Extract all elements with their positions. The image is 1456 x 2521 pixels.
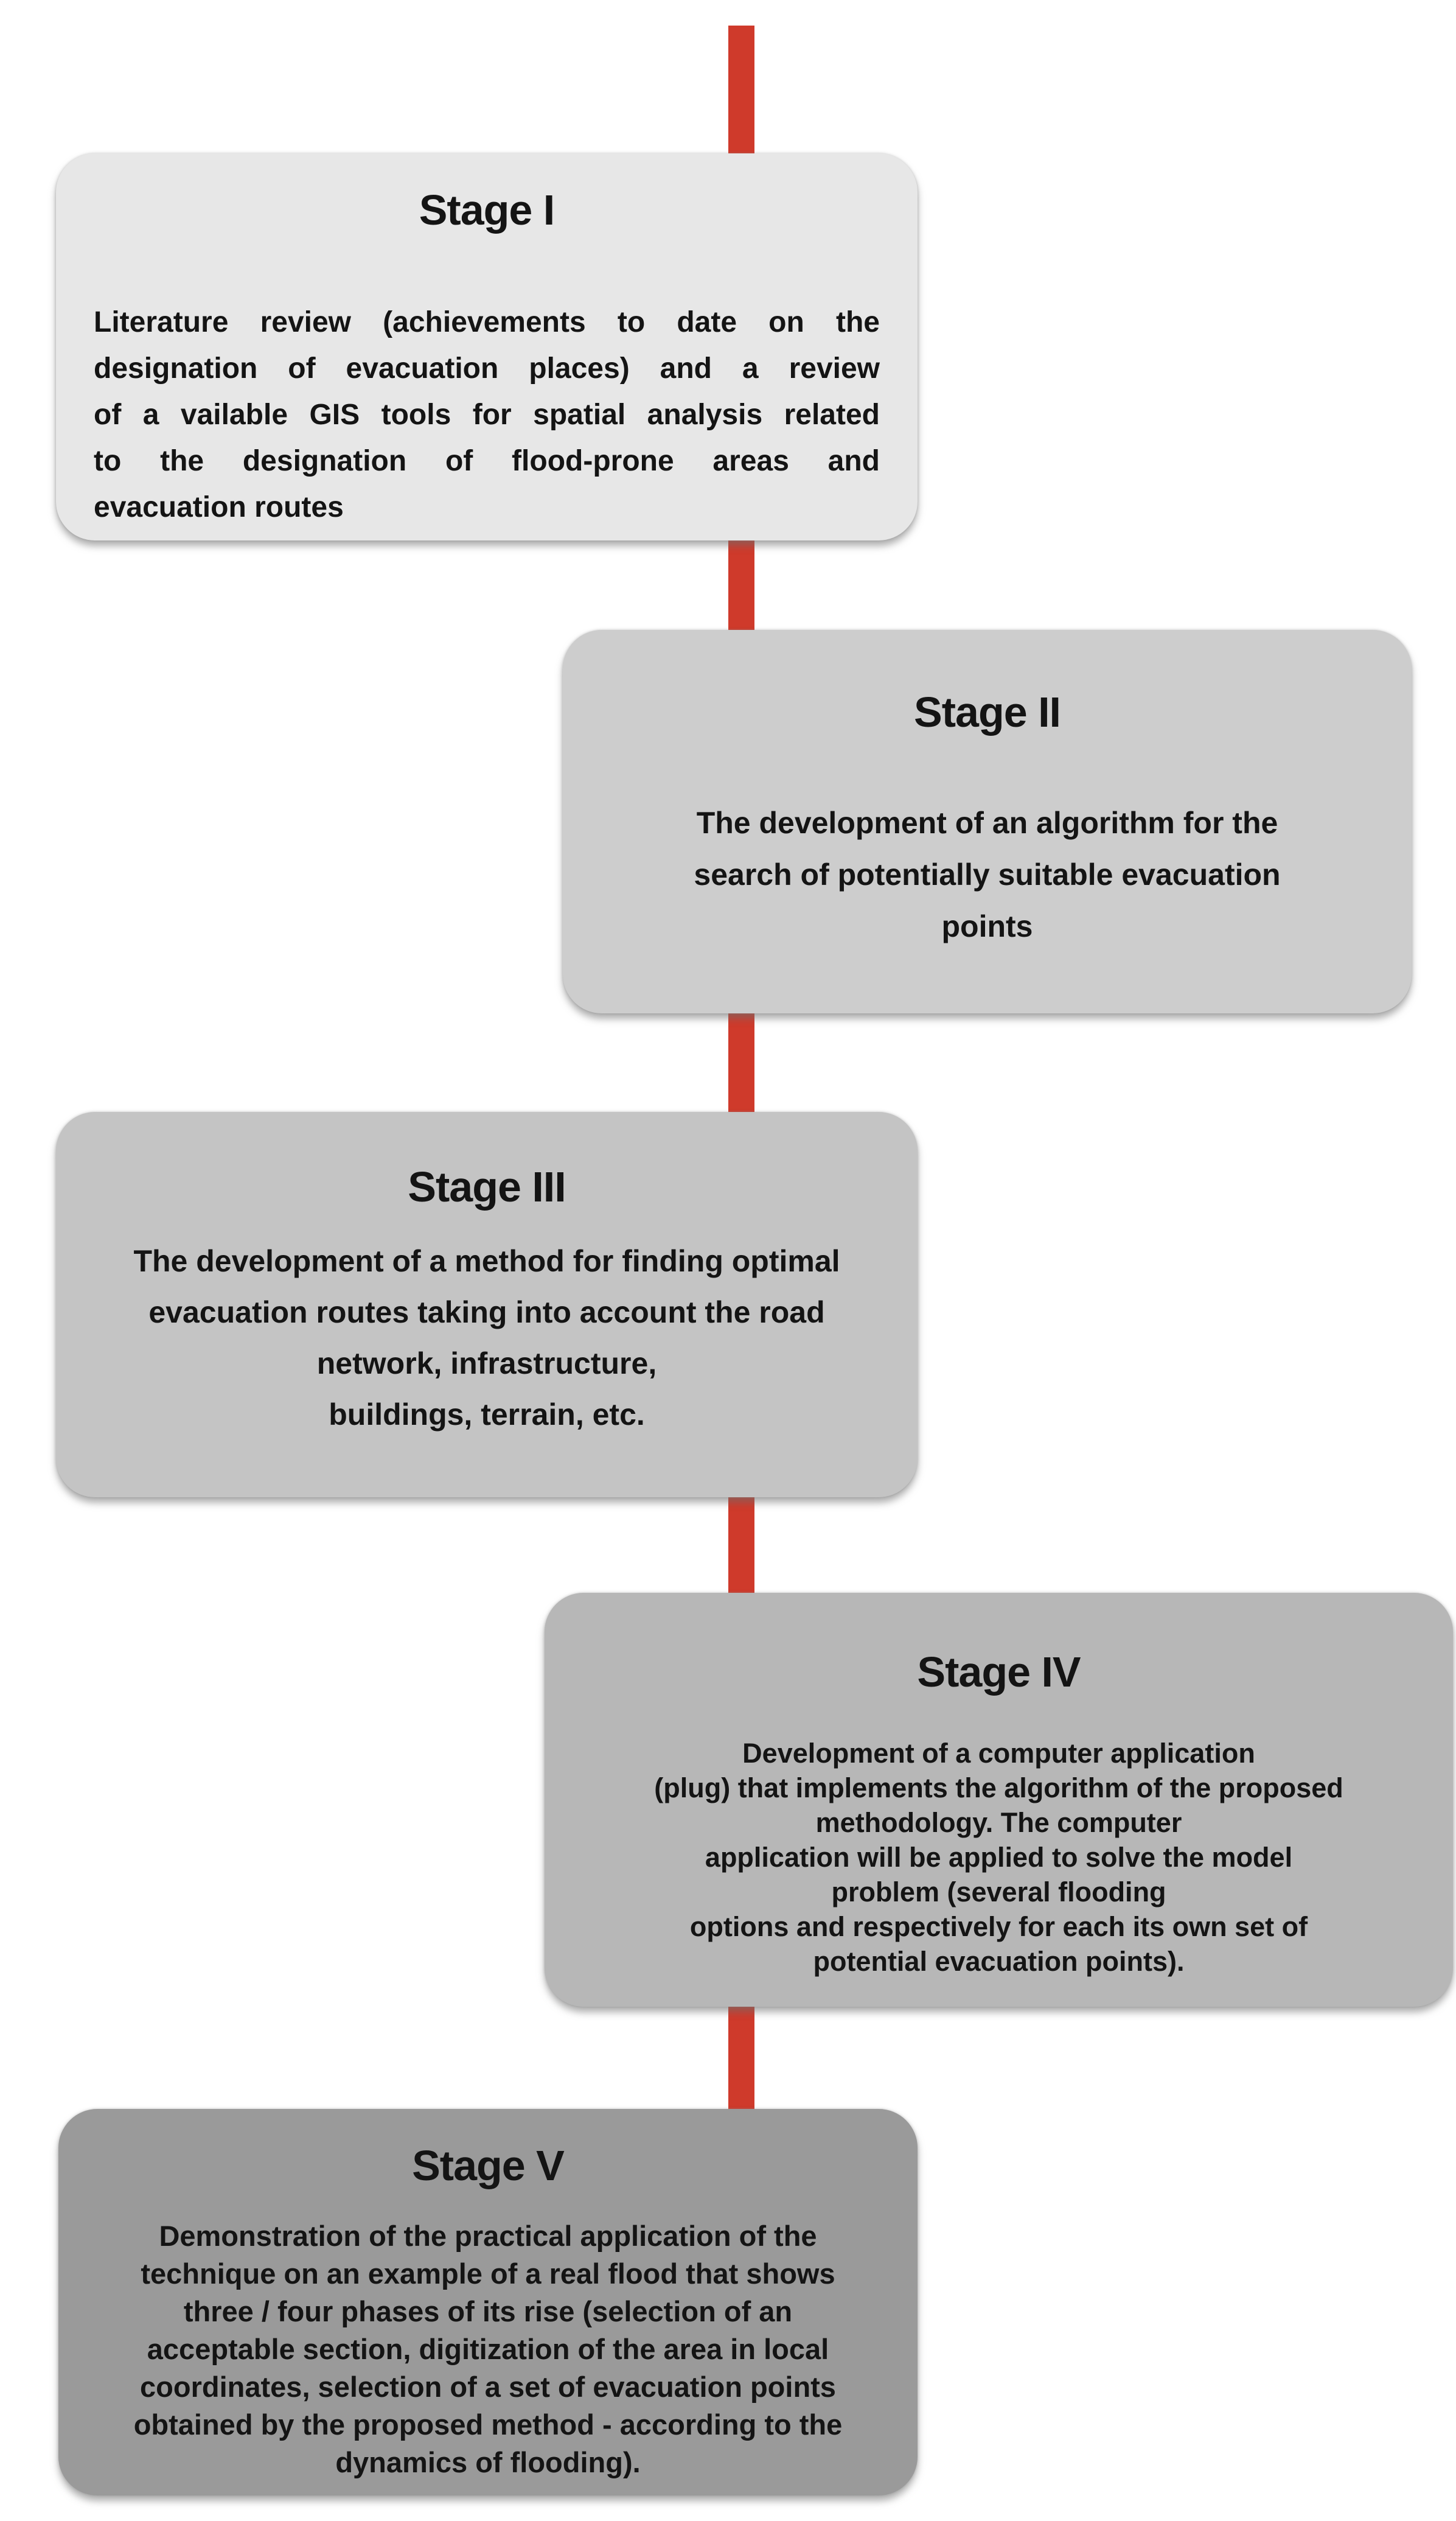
stage-box-3: Stage III The development of a method fo…	[56, 1112, 918, 1497]
body-line: obtained by the proposed method - accord…	[133, 2408, 843, 2441]
stage-2-body: The development of an algorithm for the s…	[563, 797, 1412, 953]
stage-box-4: Stage IV Development of a computer appli…	[545, 1593, 1453, 2007]
stage-box-2: Stage II The development of an algorithm…	[563, 630, 1412, 1013]
body-line: technique on an example of a real flood …	[141, 2257, 835, 2290]
stage-3-body: The development of a method for finding …	[56, 1236, 918, 1440]
body-line: search of potentially suitable evacuatio…	[694, 858, 1281, 892]
body-line: buildings, terrain, etc.	[329, 1397, 645, 1432]
stage-1-body: Literature review (achievements to date …	[56, 299, 918, 531]
body-line: application will be applied to solve the…	[705, 1842, 1293, 1873]
stage-3-title: Stage III	[408, 1163, 566, 1211]
body-line: three / four phases of its rise (selecti…	[183, 2295, 793, 2327]
stage-box-1: Stage I Literature review (achievements …	[56, 153, 918, 540]
stage-4-title: Stage IV	[917, 1648, 1081, 1696]
stage-1-title: Stage I	[419, 186, 556, 234]
body-line: designation of evacuation places) and a …	[94, 352, 880, 385]
body-line: dynamics of flooding).	[335, 2446, 641, 2478]
body-line: Demonstration of the practical applicati…	[159, 2220, 817, 2252]
stage-4-body: Development of a computer application(pl…	[545, 1736, 1453, 1979]
body-line: (plug) that implements the algorithm of …	[654, 1772, 1343, 1803]
body-line: The development of an algorithm for the	[696, 806, 1278, 840]
body-line: methodology. The computer	[815, 1807, 1182, 1838]
body-line: evacuation routes	[94, 491, 344, 523]
body-line: The development of a method for finding …	[133, 1244, 840, 1278]
body-line: options and respectively for each its ow…	[689, 1911, 1308, 1942]
body-line: of a vailable GIS tools for spatial anal…	[94, 399, 880, 431]
body-line: points	[941, 909, 1033, 943]
body-line: problem (several flooding	[831, 1876, 1166, 1907]
stage-5-title: Stage V	[412, 2142, 565, 2189]
body-line: to the designation of flood-prone areas …	[94, 445, 880, 477]
body-line: acceptable section, digitization of the …	[147, 2333, 829, 2365]
stage-box-5: Stage V Demonstration of the practical a…	[58, 2109, 918, 2495]
stage-2-title: Stage II	[914, 688, 1061, 736]
body-line: Literature review (achievements to date …	[94, 306, 880, 338]
body-line: evacuation routes taking into account th…	[148, 1295, 825, 1329]
body-line: Development of a computer application	[742, 1738, 1255, 1769]
body-line: potential evacuation points).	[813, 1946, 1185, 1977]
body-line: coordinates, selection of a set of evacu…	[140, 2371, 836, 2403]
body-line: network, infrastructure,	[316, 1346, 657, 1380]
stage-5-body: Demonstration of the practical applicati…	[58, 2217, 918, 2481]
